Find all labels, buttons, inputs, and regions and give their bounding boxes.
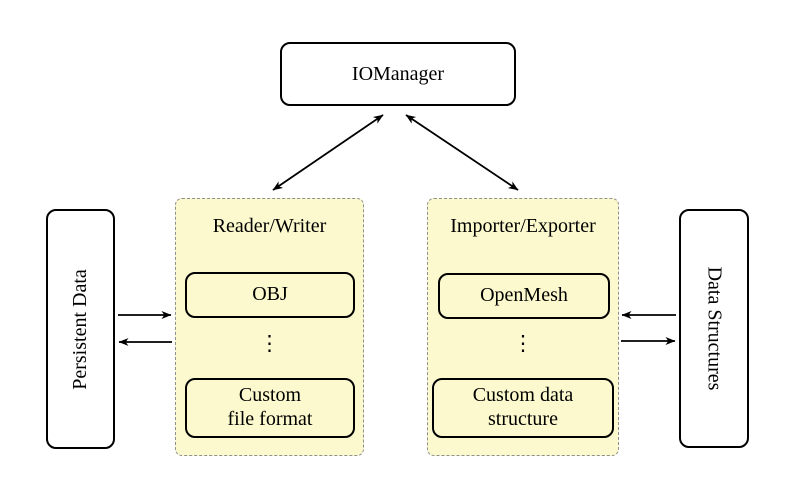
arrow-iomanager-importerexporter [405, 114, 519, 191]
importer-exporter-title: Importer/Exporter [450, 215, 596, 237]
persistent-data-box: Persistent Data [46, 209, 115, 449]
iomanager-label: IOManager [351, 62, 445, 85]
openmesh-box: OpenMesh [438, 273, 610, 319]
custom-data-structure-box: Custom data structure [432, 378, 614, 438]
importer-exporter-ellipsis: ⋮ [512, 331, 534, 355]
custom-file-format-line1: Custom [238, 384, 302, 407]
reader-writer-ellipsis: ⋮ [259, 331, 280, 355]
custom-file-format-box: Custom file format [185, 378, 355, 438]
custom-file-format-line2: file format [227, 408, 313, 430]
data-structures-label: Data Structures [703, 266, 726, 391]
iomanager-box: IOManager [280, 42, 516, 106]
custom-data-structure-line2: structure [488, 408, 558, 430]
reader-writer-title: Reader/Writer [212, 215, 327, 237]
persistent-data-label: Persistent Data [69, 268, 91, 390]
openmesh-label: OpenMesh [480, 284, 568, 307]
data-structures-box: Data Structures [679, 209, 749, 448]
obj-label: OBJ [252, 283, 288, 306]
arrow-iomanager-readerwriter [272, 114, 384, 191]
obj-box: OBJ [185, 272, 355, 318]
custom-data-structure-line1: Custom data [472, 384, 574, 407]
